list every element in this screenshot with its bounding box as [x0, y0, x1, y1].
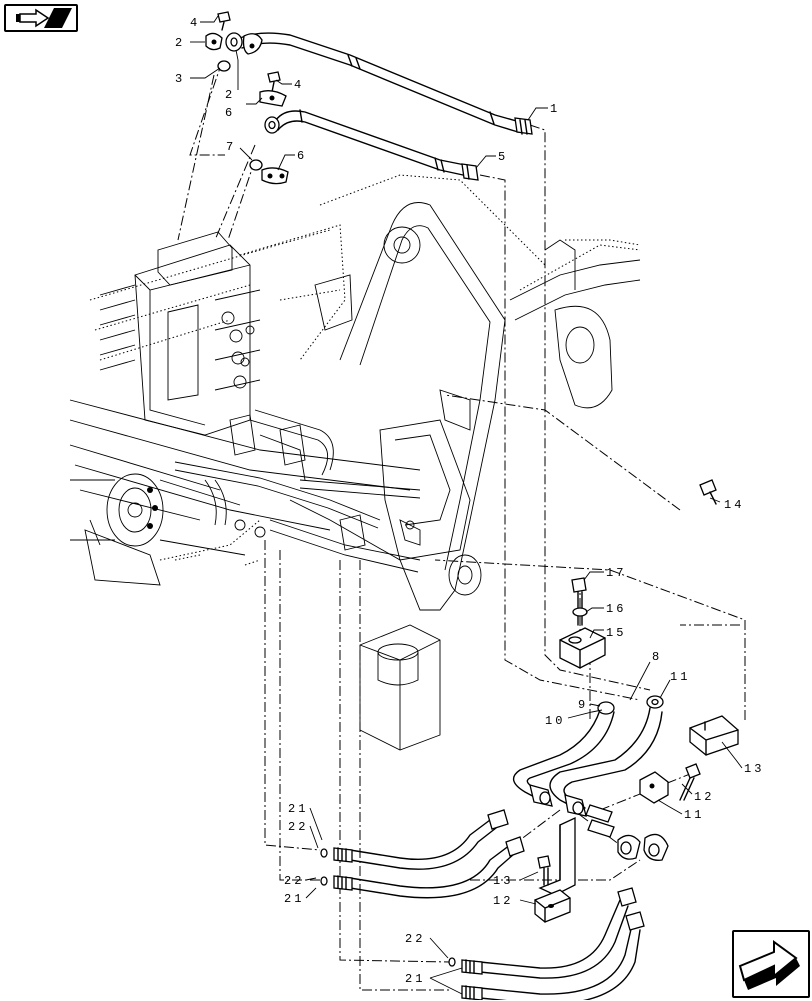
callout-18: 15 — [606, 626, 626, 640]
callout-4-upper: 4 — [190, 16, 200, 30]
next-page-arrow-icon[interactable] — [732, 930, 810, 998]
callout-22-middle: 22 — [284, 874, 304, 888]
callout-12: 12 — [493, 894, 513, 908]
callout-22-upper: 22 — [288, 820, 308, 834]
callout-1: 1 — [550, 102, 560, 116]
callout-5: 5 — [498, 150, 508, 164]
callout-4-lower: 4 — [294, 78, 304, 92]
callout-14: 11 — [684, 808, 704, 822]
callout-2-lower: 2 — [225, 88, 235, 102]
callout-7: 7 — [226, 140, 236, 154]
callout-22-lower: 22 — [405, 932, 425, 946]
callout-numbers: 4 2 3 2 4 6 1 5 7 6 14 17 16 15 8 11 9 1… — [175, 16, 764, 986]
callout-13: 13 — [493, 874, 513, 888]
callout-10: 10 — [545, 714, 565, 728]
callout-8: 8 — [652, 650, 662, 664]
callout-21-middle: 21 — [284, 892, 304, 906]
callout-6-lower: 6 — [297, 149, 307, 163]
callout-3: 3 — [175, 72, 185, 86]
top-small-parts — [205, 11, 289, 185]
right-side-fittings — [559, 479, 739, 804]
callout-leaders — [190, 15, 743, 995]
callout-19: 16 — [606, 602, 626, 616]
lower-hose-assemblies — [320, 809, 645, 1000]
support-bracket — [534, 816, 576, 923]
callout-9: 9 — [578, 698, 588, 712]
previous-page-arrow-icon[interactable] — [4, 4, 78, 32]
hose-assembly-1 — [225, 32, 533, 135]
callout-11: 11 — [670, 670, 690, 684]
callout-17: 14 — [724, 498, 744, 512]
loader-frame-drawing — [69, 174, 641, 751]
callout-16: 13 — [744, 762, 764, 776]
previous-page-arrow-icon-graphic — [16, 8, 72, 28]
callout-20: 17 — [606, 566, 626, 580]
callout-21-lower: 21 — [405, 972, 425, 986]
hose-assembly-5 — [264, 109, 479, 181]
callout-15: 12 — [694, 790, 714, 804]
callout-2-upper: 2 — [175, 36, 185, 50]
callout-21-upper: 21 — [288, 802, 308, 816]
next-page-arrow-icon-graphic — [738, 940, 800, 990]
callout-6-upper: 6 — [225, 106, 235, 120]
bent-hose-pair — [512, 695, 669, 861]
